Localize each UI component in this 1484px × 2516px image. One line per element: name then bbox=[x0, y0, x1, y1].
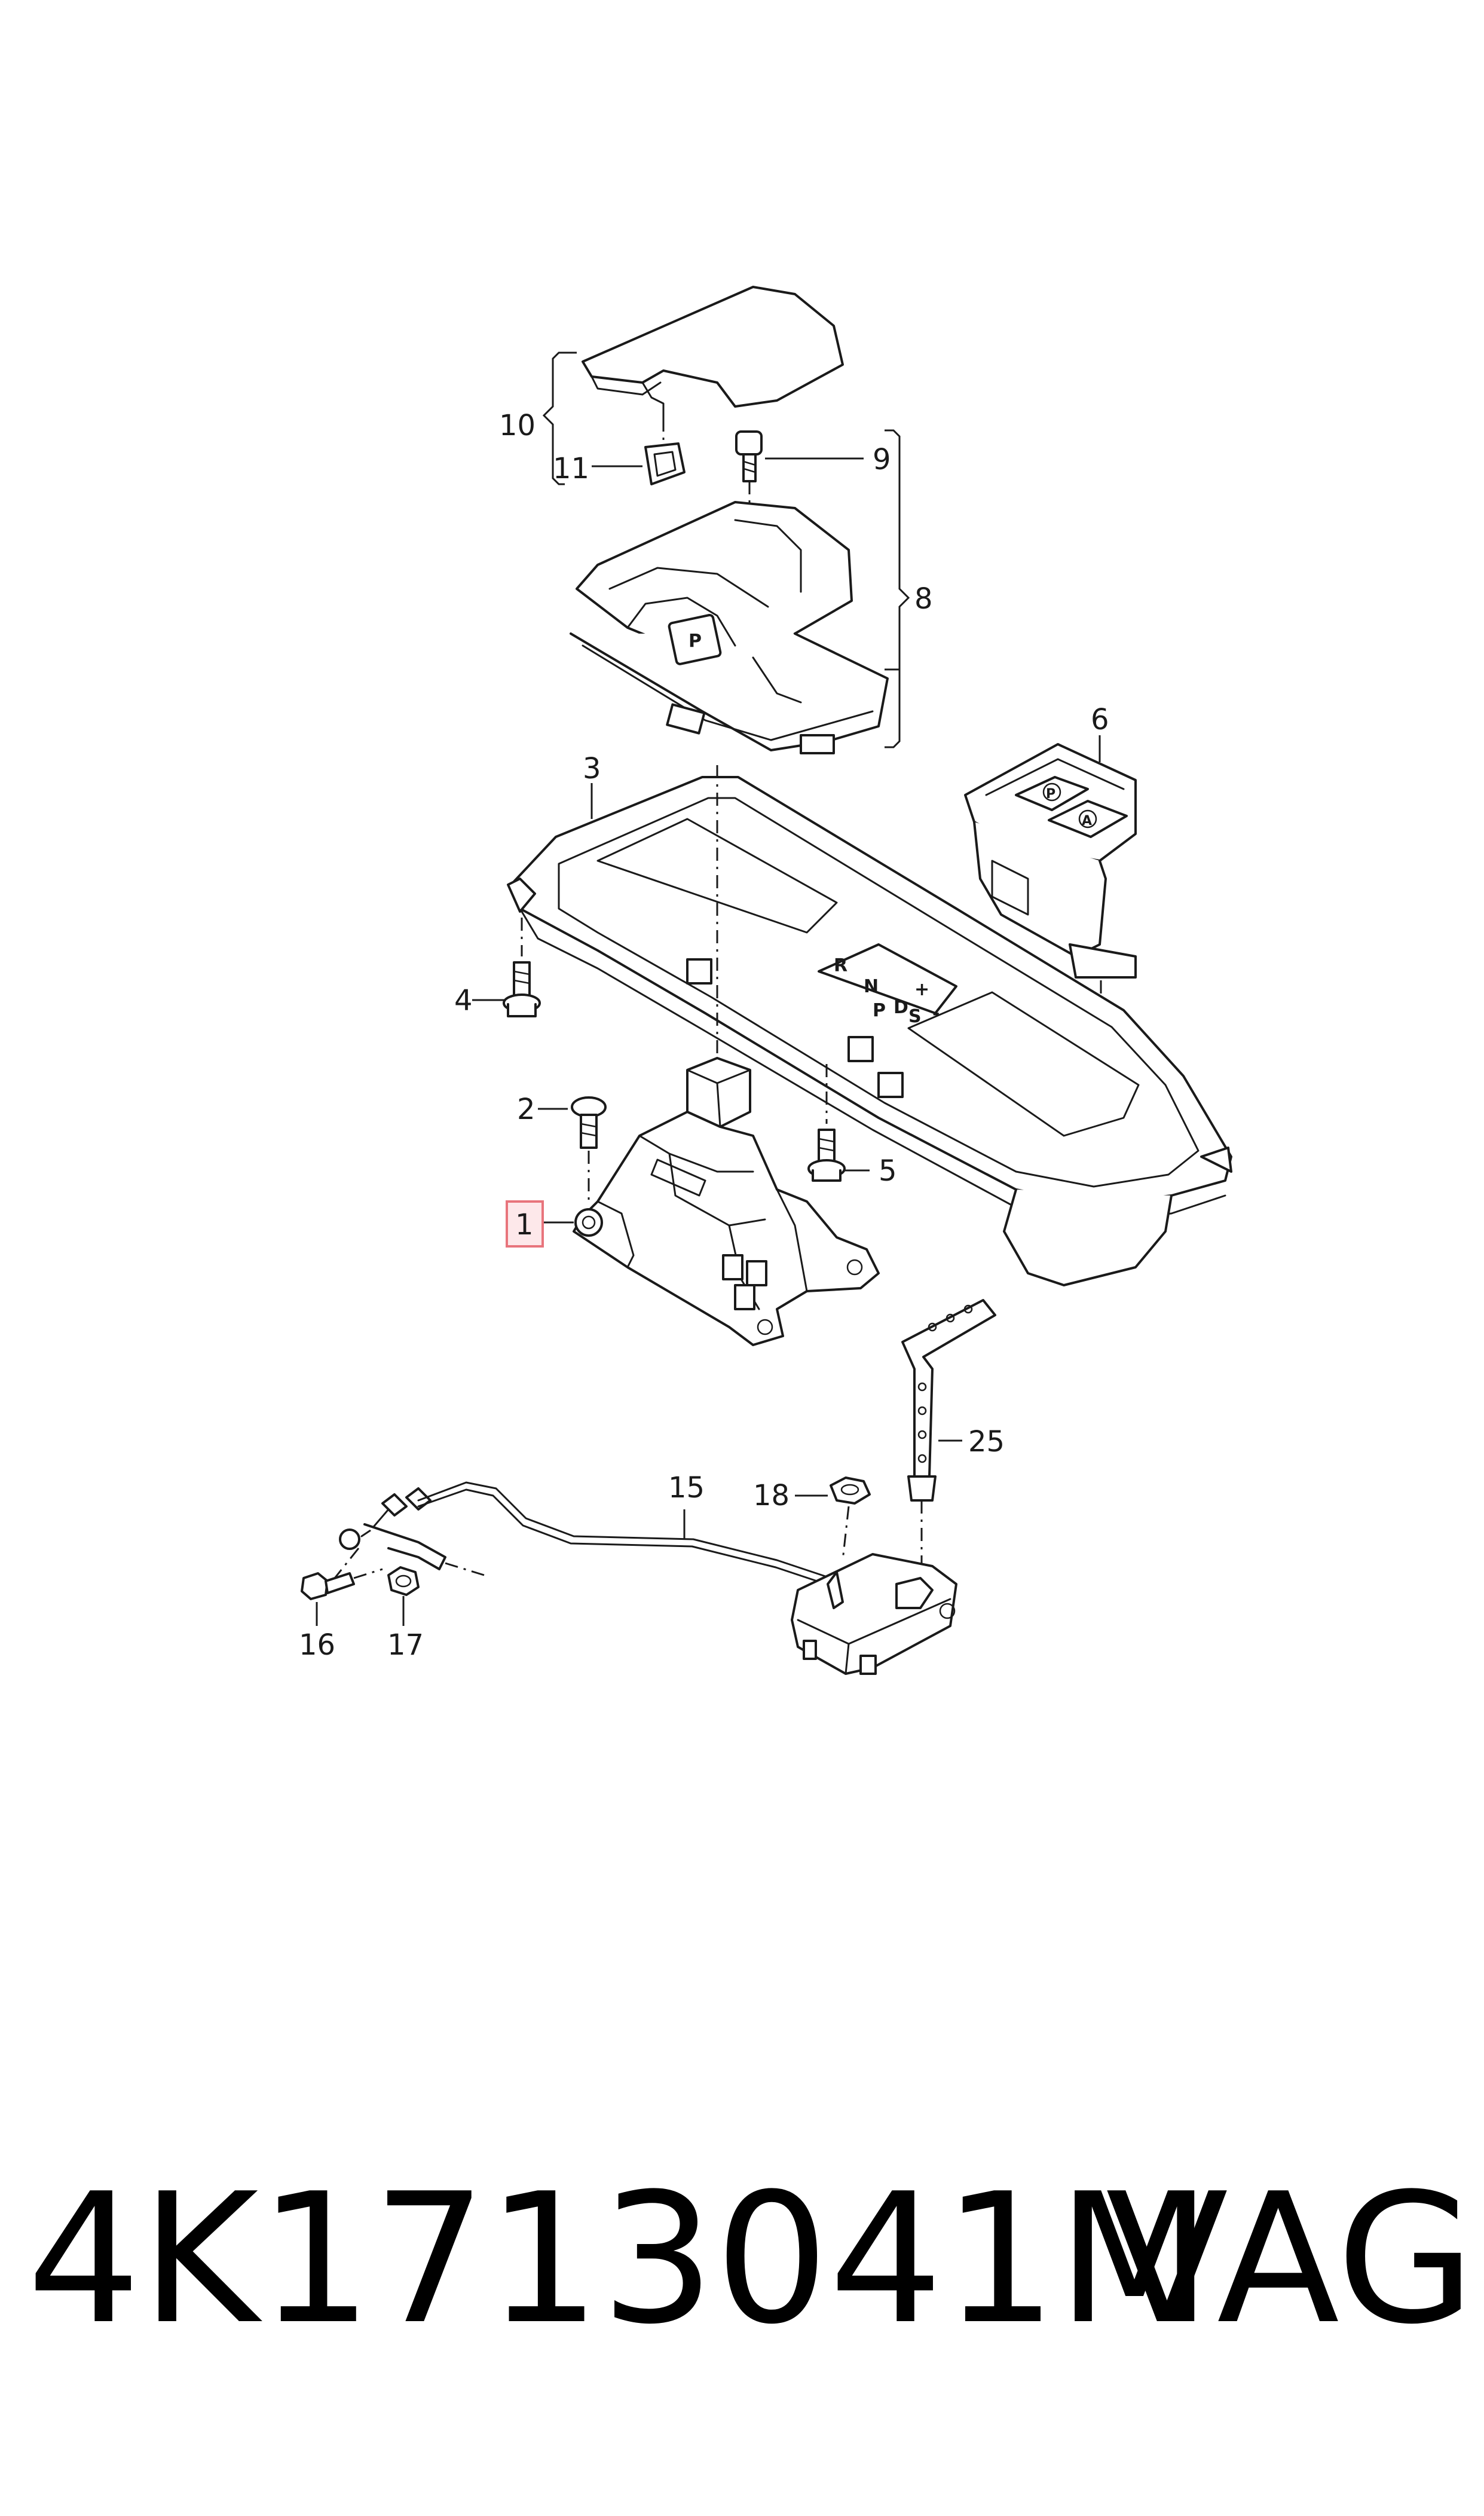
part-1-selector-mechanism bbox=[573, 1057, 880, 1346]
callout-1[interactable]: 1 bbox=[515, 1208, 534, 1242]
footer-brand: VAG bbox=[1106, 2155, 1476, 2364]
callout-10[interactable]: 10 bbox=[499, 409, 536, 442]
gate-label-d: D bbox=[894, 997, 908, 1018]
part-16-bolt bbox=[301, 1568, 383, 1600]
callout-4[interactable]: 4 bbox=[454, 984, 473, 1017]
callout-25[interactable]: 25 bbox=[968, 1425, 1005, 1459]
part-3-console-frame: R N P D S + - bbox=[507, 776, 1232, 1286]
part-4-bolt bbox=[503, 918, 541, 1017]
gate-label-minus: - bbox=[932, 1003, 940, 1024]
callout-17[interactable]: 17 bbox=[387, 1628, 424, 1662]
highlight-box-callout-1 bbox=[506, 1200, 544, 1248]
part-9-screw bbox=[735, 430, 763, 538]
gate-label-n: N bbox=[864, 976, 879, 997]
part-10-cover-trim bbox=[582, 286, 844, 420]
part-6-switch-module: P A bbox=[964, 743, 1137, 1112]
callout-numbers: 10 11 9 8 3 6 4 5 2 1 25 15 18 16 17 bbox=[299, 409, 1109, 1662]
callout-2[interactable]: 2 bbox=[517, 1093, 536, 1126]
part-8-selector-bezel: P bbox=[570, 501, 889, 754]
gate-label-r: R bbox=[834, 955, 847, 976]
callout-6[interactable]: 6 bbox=[1091, 703, 1109, 736]
switch-right-glyph: A bbox=[1082, 814, 1092, 829]
part-15-selector-cable bbox=[333, 1481, 832, 1586]
part-25-shift-rod bbox=[901, 1299, 996, 1566]
part-11-clip bbox=[644, 418, 686, 485]
callout-8[interactable]: 8 bbox=[914, 582, 933, 616]
park-button-glyph: P bbox=[689, 631, 702, 652]
part-5-bolt bbox=[807, 1064, 846, 1182]
leader-lines bbox=[316, 351, 1101, 1626]
gate-label-s: S bbox=[908, 1006, 922, 1027]
callout-15[interactable]: 15 bbox=[668, 1471, 705, 1505]
part-18-nut bbox=[830, 1476, 871, 1561]
gate-label-plus: + bbox=[914, 979, 929, 1000]
gate-label-p: P bbox=[873, 1000, 886, 1021]
callout-16[interactable]: 16 bbox=[299, 1628, 335, 1662]
callout-5[interactable]: 5 bbox=[879, 1154, 897, 1188]
callout-9[interactable]: 9 bbox=[873, 443, 891, 476]
exploded-parts-diagram: P P A R N P D S + bbox=[299, 286, 1232, 1675]
footer-part-number: 4K1713041M bbox=[27, 2155, 1212, 2364]
switch-left-glyph: P bbox=[1046, 787, 1055, 802]
part-2-screw bbox=[571, 1096, 607, 1202]
callout-18[interactable]: 18 bbox=[753, 1479, 790, 1512]
cable-housing-bracket bbox=[791, 1553, 957, 1675]
callout-3[interactable]: 3 bbox=[583, 752, 601, 785]
callout-11[interactable]: 11 bbox=[553, 452, 589, 485]
part-17-nut bbox=[387, 1566, 420, 1596]
